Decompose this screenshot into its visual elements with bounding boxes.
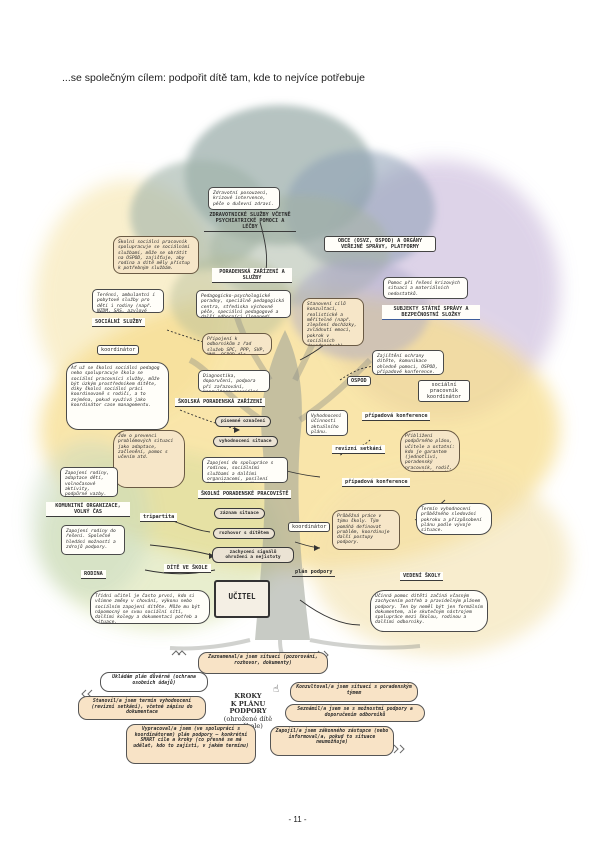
step-3: Seznámil/a jsem se s možnostmi podpory a… bbox=[285, 704, 425, 722]
note-team-work: Průběžná práce v týmu školy. Tým pomáhá … bbox=[332, 510, 400, 550]
note-health-assessment: Zdravotní posouzení, krizové intervence,… bbox=[208, 187, 280, 210]
step-7: Ukládám plán důvěrně (ochrana osobních ú… bbox=[100, 672, 208, 692]
label-case-conference-2: případová konference bbox=[342, 478, 411, 487]
step-1: Zaznamenal/a jsem situaci (pozorování, r… bbox=[198, 652, 328, 674]
label-school-counselling-workplace: ŠKOLNÍ PORADENSKÉ PRACOVIŠTĚ bbox=[198, 490, 292, 499]
steps-title-line1: KROKY bbox=[234, 692, 262, 700]
pill-signals-threat: zachycení signálů ohrožení a nejistoty bbox=[212, 547, 294, 563]
note-counselling-centres: Pedagogicko-psychologické poradny, speci… bbox=[196, 290, 291, 318]
label-teacher: UČITEL bbox=[228, 592, 256, 601]
note-goal-setting: Stanovení cílů konzultací, realistické a… bbox=[302, 298, 364, 346]
label-ospod: OSPOD bbox=[347, 376, 371, 386]
note-diagnostics: Diagnostika, doporučení, podpora při zař… bbox=[198, 370, 270, 392]
pill-written-mark: písemné označení bbox=[215, 416, 272, 427]
note-support-plan-guarantor: Přiblížení podpůrného plánu, učitele a o… bbox=[400, 430, 460, 472]
page-number: - 11 - bbox=[288, 815, 307, 824]
label-health-services: ZDRAVOTNICKÉ SLUŽBY VČETNĚ PSYCHIATRICKÉ… bbox=[204, 211, 296, 232]
page-heading: ...se společným cílem: podpořit dítě tam… bbox=[62, 72, 365, 84]
pointer-hand-icon: ☝ bbox=[273, 684, 280, 695]
label-support-plan: plán podpory bbox=[292, 568, 336, 577]
note-community: Zapojení rodiny, adaptace dětí, volnočas… bbox=[60, 467, 118, 497]
label-community-organisations: KOMUNITNÍ ORGANIZACE, VOLNÝ ČAS bbox=[46, 502, 130, 517]
steps-title-line3: PODPORY bbox=[229, 707, 267, 716]
note-connect-experts: Připojení k odborníkům z řad služeb SPC,… bbox=[202, 333, 272, 355]
teacher-blackboard: UČITEL bbox=[214, 580, 270, 618]
label-school-management: VEDENÍ ŠKOLY bbox=[400, 572, 444, 581]
label-case-conference: případová konference bbox=[362, 412, 431, 421]
note-crisis-help: Pomoc při řešení krizových situací a mat… bbox=[383, 277, 468, 299]
note-class-teacher: Třídní učitel je často první, kdo si vši… bbox=[90, 590, 210, 624]
steps-title-line4: (ohrožené dítě bbox=[223, 714, 273, 723]
note-field-services: Terénní, ambulantní i pobytové služby pr… bbox=[92, 289, 164, 313]
label-child-at-school: DÍTĚ VE ŠKOLE bbox=[164, 564, 211, 573]
label-family: RODINA bbox=[81, 570, 106, 579]
step-4: Zapojil/a jsem zákonného zástupce (nebo … bbox=[270, 726, 394, 756]
label-municipalities: OBCE (OSVZ, OSPOD) A ORGÁNY VEŘEJNÉ SPRÁ… bbox=[324, 236, 436, 252]
note-evaluation: Vyhodnocení účinnosti aktuálního plánu. bbox=[306, 410, 348, 436]
label-state-administration: SUBJEKTY STÁTNÍ SPRÁVY A BEZPEČNOSTNÍ SL… bbox=[382, 305, 480, 320]
note-school-social-worker: Školní sociální pracovník spolupracuje s… bbox=[113, 236, 199, 274]
note-cooperation: Zapojení do spolupráce s rodinou, sociál… bbox=[202, 457, 288, 483]
label-social-worker-coordinator: sociální pracovník koordinátor bbox=[418, 380, 470, 402]
label-coordinator: koordinátor bbox=[97, 345, 140, 355]
label-school-counselling-facilities: ŠKOLSKÁ PORADENSKÁ ZAŘÍZENÍ bbox=[175, 398, 266, 407]
label-review-meeting: revizní setkání bbox=[332, 445, 385, 454]
steps-title-line2: K PLÁNU bbox=[230, 699, 266, 708]
step-5: Vypracoval/a jsem (ve spolupráci s koord… bbox=[126, 724, 256, 764]
label-coordinator-2: koordinátor bbox=[288, 522, 331, 532]
note-social-pedagogue: Ať už se školní sociální pedagog nebo sp… bbox=[66, 362, 169, 430]
label-counselling-facilities: PORADENSKÁ ZAŘÍZENÍ A SLUŽBY bbox=[212, 268, 292, 283]
pill-record-situation: záznam situace bbox=[214, 508, 265, 519]
label-tripartite: tripartita bbox=[140, 513, 178, 522]
pill-interview-child: rozhovor s dítětem bbox=[213, 528, 275, 539]
note-effective-help: Účinná pomoc dítěti začíná včasným zachy… bbox=[370, 590, 488, 632]
label-social-services: SOCIÁLNÍ SLUŽBY bbox=[92, 318, 145, 327]
note-child-protection: Zajištění ochrany dítěte, komunikace ohl… bbox=[372, 350, 444, 375]
note-family-involvement: Zapojení rodiny do řešení. Společné hled… bbox=[61, 525, 125, 555]
note-prevention: Jde o prevenci problémových situací jako… bbox=[113, 430, 185, 488]
step-6: Stanovil/a jsem termín vyhodnocení (revi… bbox=[78, 696, 206, 720]
pill-assess-situation: vyhodnocení situace bbox=[213, 436, 278, 447]
note-review-term: Termín vyhodnocení průběžného sledování … bbox=[416, 503, 492, 535]
step-2: Konzultoval/a jsem situaci s poradenským… bbox=[290, 682, 418, 702]
